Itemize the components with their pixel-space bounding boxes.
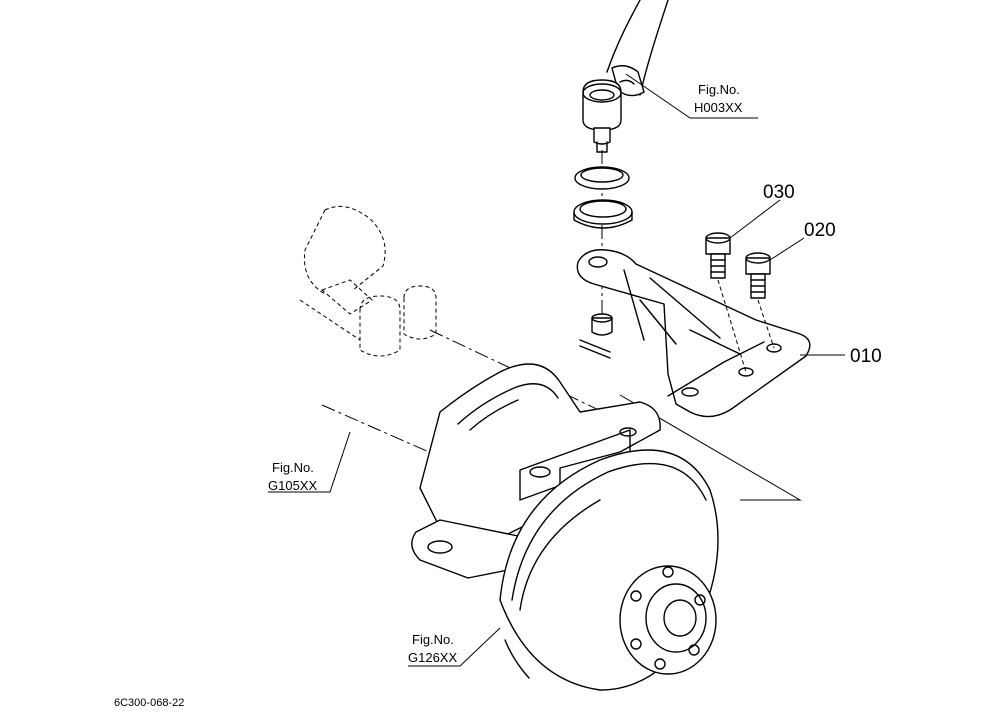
bolt-030-axis-line (717, 279, 747, 373)
bolt-020 (745, 252, 771, 299)
leader-020 (769, 237, 805, 261)
cotter-pin (579, 339, 611, 359)
bottom-ref-line1: Fig.No. (412, 632, 454, 647)
assembly-axis-line (619, 394, 802, 501)
leader-030 (729, 199, 781, 239)
top-ref-line1: Fig.No. (698, 82, 740, 97)
tie-rod (606, 0, 669, 97)
top-ref-line2: H003XX (694, 100, 743, 115)
tie-rod-end (582, 79, 622, 153)
axle-housing-phantom (299, 205, 437, 357)
bolt-020-axis-line (757, 299, 775, 349)
left-ref-line1: Fig.No. (272, 460, 314, 475)
callout-010: 010 (850, 346, 882, 367)
callout-020: 020 (804, 220, 836, 241)
leader-left-ref (268, 431, 351, 493)
leader-top-ref (625, 73, 758, 119)
castle-nut (591, 313, 613, 336)
bottom-ref-line2: G126XX (408, 650, 457, 665)
seal-ring (574, 166, 630, 190)
bolt-030 (705, 232, 731, 279)
dust-boot (573, 199, 633, 229)
knuckle-arm (576, 249, 811, 418)
leader-bottom-ref (408, 627, 501, 667)
steering-knuckle (411, 363, 661, 579)
left-ref-line2: G105XX (268, 478, 317, 493)
hub-flange (619, 565, 717, 675)
callout-030: 030 (763, 182, 795, 203)
drawing-code: 6C300-068-22 (114, 697, 184, 709)
